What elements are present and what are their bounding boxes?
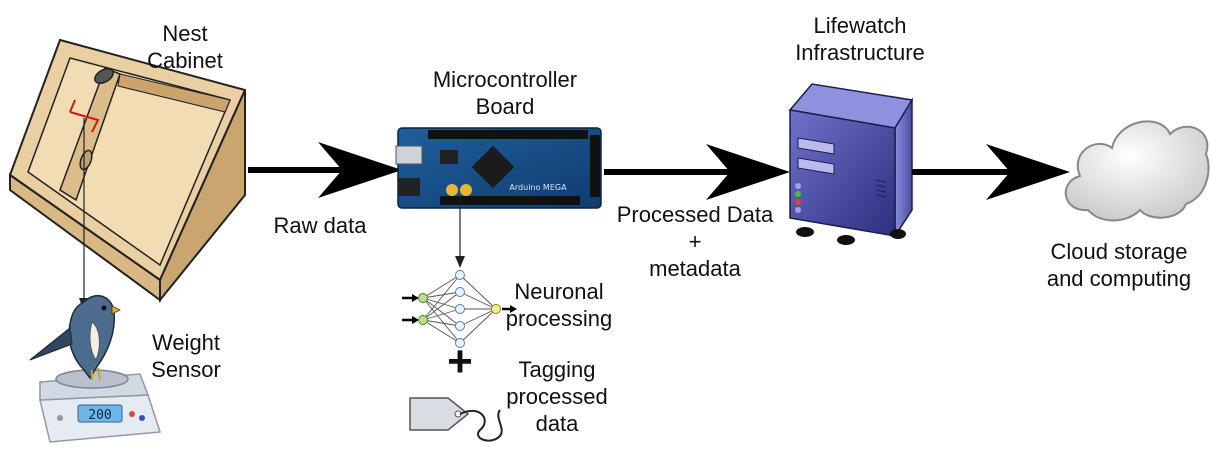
- scale-display-text: 200: [88, 408, 111, 423]
- processed-data-arrow: [604, 144, 790, 200]
- weight-sensor-label: Weight Sensor: [138, 329, 234, 383]
- tagging-label-line3: data: [535, 411, 579, 436]
- neural-network-illustration: [402, 270, 517, 348]
- processed-data-label-line1: Processed Data: [616, 202, 774, 227]
- neuronal-label-line1: Neuronal: [514, 279, 604, 304]
- lifewatch-label: Lifewatch Infrastructure: [770, 12, 950, 66]
- tagging-label: Tagging processed data: [496, 356, 618, 437]
- board-to-neuronal-arrow: [455, 196, 465, 268]
- microcontroller-label-line2: Board: [475, 94, 535, 119]
- weight-sensor-illustration: 200: [29, 294, 162, 443]
- tagging-label-line2: processed: [506, 384, 608, 409]
- lifewatch-label-line2: Infrastructure: [795, 40, 925, 65]
- tag-illustration: [409, 397, 503, 442]
- microcontroller-label: Microcontroller Board: [405, 66, 605, 120]
- nest-cabinet-illustration: [8, 38, 247, 303]
- raw-data-arrow: [248, 142, 402, 198]
- neuronal-label-line2: processing: [505, 306, 613, 331]
- board-brand-text: Arduino MEGA: [509, 183, 567, 192]
- cloud-illustration: [1064, 120, 1210, 222]
- weight-sensor-label-line1: Weight: [151, 330, 221, 355]
- microcontroller-label-line1: Microcontroller: [432, 67, 578, 92]
- nest-cabinet-label: Nest Cabinet: [130, 20, 240, 74]
- cloud-label: Cloud storage and computing: [1030, 238, 1208, 292]
- cloud-label-line2: and computing: [1046, 266, 1192, 291]
- nest-cabinet-label-line2: Cabinet: [147, 48, 223, 73]
- tagging-label-line1: Tagging: [518, 357, 596, 382]
- plus-sign: +: [447, 337, 473, 386]
- server-illustration: [788, 83, 914, 245]
- lifewatch-label-line1: Lifewatch: [813, 13, 907, 38]
- weight-sensor-label-line2: Sensor: [151, 357, 221, 382]
- neuronal-processing-label: Neuronal processing: [494, 278, 624, 332]
- cloud-label-line1: Cloud storage: [1050, 239, 1188, 264]
- processed-data-label-line2: +: [688, 229, 702, 254]
- processed-data-label-line3: metadata: [649, 256, 741, 281]
- server-to-cloud-arrow: [912, 144, 1070, 200]
- raw-data-label: Raw data: [273, 213, 367, 238]
- nest-cabinet-label-line1: Nest: [162, 21, 208, 46]
- microcontroller-board-illustration: Arduino MEGA: [395, 127, 602, 209]
- processed-data-label: Processed Data + metadata: [600, 201, 790, 282]
